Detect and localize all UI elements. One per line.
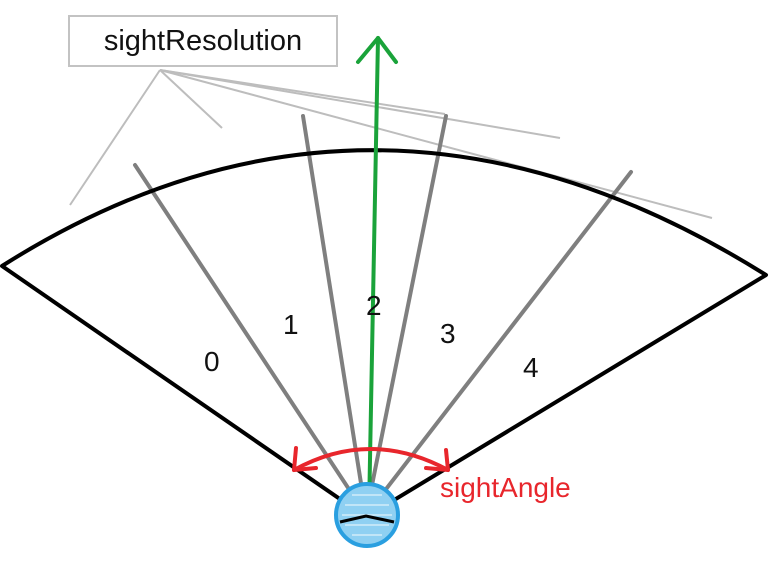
sight-resolution-label: sightResolution	[68, 15, 338, 67]
sight-angle-arc-curve	[292, 447, 450, 472]
direction-arrow-head	[356, 36, 398, 64]
leader-line-0	[69, 69, 161, 206]
sector-ray-0	[133, 163, 368, 517]
sector-label-3: 3	[440, 318, 456, 349]
sector-ray-3	[364, 170, 633, 517]
sight-angle-label: sightAngle	[440, 472, 571, 503]
sight-resolution-text: sightResolution	[103, 24, 303, 57]
leader-line-3	[159, 69, 561, 139]
leader-line-1	[159, 69, 223, 129]
sector-label-1: 1	[283, 309, 299, 340]
sight-angle-arrowhead-right	[424, 448, 450, 472]
direction-arrow-shaft	[367, 36, 380, 514]
sight-cone-outline	[0, 148, 768, 519]
direction-arrow	[356, 36, 398, 514]
sight-angle-arrowhead-left	[292, 446, 318, 472]
sight-angle-arc	[292, 446, 450, 472]
leader-line-4	[159, 69, 713, 219]
callout-leaders	[69, 69, 713, 219]
sector-label-2: 2	[366, 290, 382, 321]
sector-label-0: 0	[204, 346, 220, 377]
agent-circle	[334, 482, 400, 548]
sector-label-4: 4	[523, 352, 539, 383]
